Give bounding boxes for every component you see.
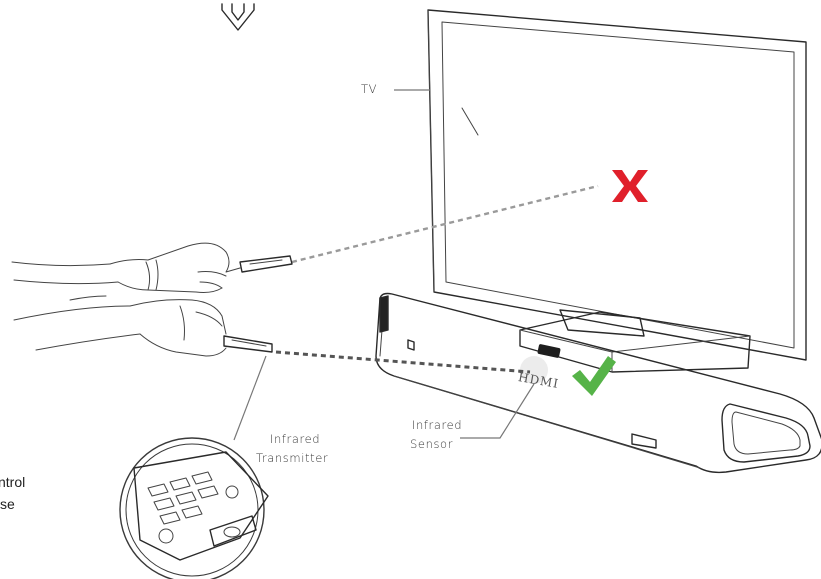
hdmi-logo: HDMI — [517, 370, 560, 391]
hand-lower — [13, 295, 273, 357]
ir-beam-wrong — [291, 184, 599, 264]
cut-off-caption: ntrol se — [0, 474, 25, 512]
ir-beam-correct — [275, 350, 531, 374]
sensor-label-line2: Sensor — [410, 437, 453, 451]
soundbar — [375, 292, 821, 474]
cut-off-line1: ntrol — [0, 474, 25, 490]
tv — [427, 9, 807, 373]
transmitter-label-line2: Transmitter — [256, 451, 328, 465]
remote-zoom-inset — [119, 437, 269, 579]
cut-off-line2: se — [0, 496, 15, 512]
transmitter-label: Infrared Transmitter — [256, 432, 328, 465]
hand-upper — [11, 242, 293, 293]
check-icon — [572, 356, 616, 396]
tv-label-group: TV — [361, 82, 430, 96]
tv-label: TV — [361, 82, 377, 96]
sensor-label-line1: Infrared — [412, 418, 462, 432]
cross-icon — [612, 170, 648, 202]
transmitter-label-line1: Infrared — [270, 432, 320, 446]
sensor-label: Infrared Sensor — [410, 383, 535, 451]
rotate-arrow-icon — [221, 3, 255, 31]
